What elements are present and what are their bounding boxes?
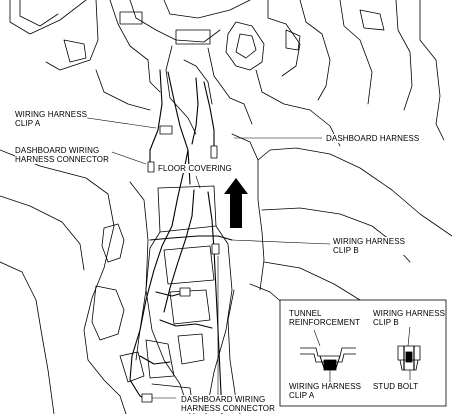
leader-lines: [73, 115, 331, 399]
left-floor-outline: [0, 149, 149, 414]
inset-label-wiring-harness-clip-b: WIRING HARNESS CLIP B: [373, 309, 446, 327]
inset-label-tunnel-reinforcement: TUNNEL REINFORCEMENT: [289, 309, 361, 327]
harness-clips: [141, 125, 220, 403]
label-floor-covering: FLOOR COVERING: [158, 164, 232, 173]
floor-covering-area: [119, 185, 233, 414]
label-wiring-harness-clip-b: WIRING HARNESS CLIP B: [333, 237, 406, 255]
label-dashboard-wiring-harness-connector-bottom: DASHBOARD WIRING HARNESS CONNECTOR: [181, 395, 276, 413]
label-dashboard-wiring-harness-connector-top: DASHBOARD WIRING HARNESS CONNECTOR: [15, 146, 110, 164]
harness-wires: [129, 69, 233, 414]
up-arrow-icon: [224, 178, 248, 228]
label-dashboard-harness: DASHBOARD HARNESS: [326, 134, 420, 143]
inset-label-stud-bolt: STUD BOLT: [373, 382, 419, 391]
inset-label-wiring-harness-clip-a: WIRING HARNESS CLIP A: [289, 382, 362, 400]
label-wiring-harness-clip-a: WIRING HARNESS CLIP A: [15, 110, 88, 128]
dashboard-structure: [9, 0, 445, 147]
